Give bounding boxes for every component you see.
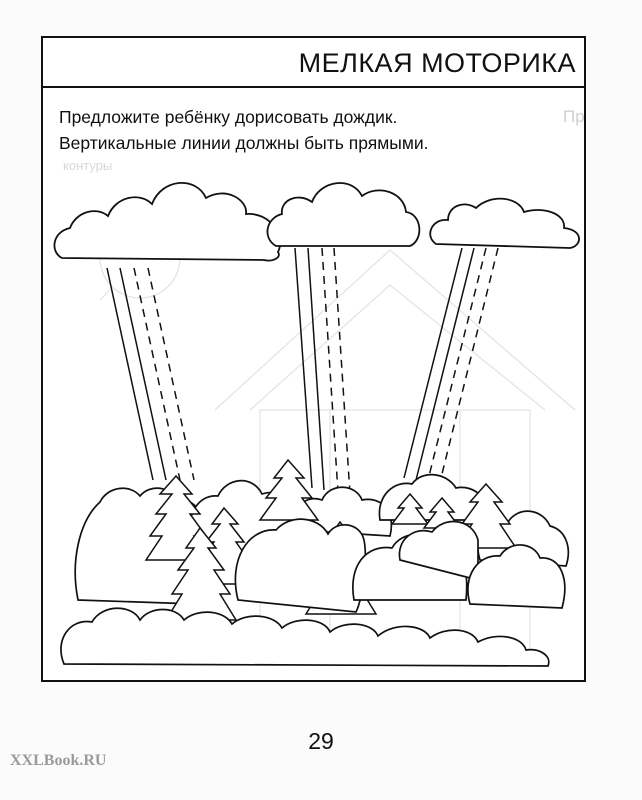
rain-dashed-line: [333, 247, 351, 495]
rain-group: [106, 247, 499, 495]
cloud-icon: [53, 182, 281, 262]
instruction-line-1: Предложите ребёнку дорисовать дождик.: [59, 107, 398, 127]
instructions: Предложите ребёнку дорисовать дождик. Ве…: [59, 104, 429, 156]
page-number: 29: [308, 728, 334, 754]
bush-icon: [467, 544, 566, 609]
rain-line: [403, 247, 463, 479]
tree-icon: [258, 458, 320, 521]
tree-icon: [390, 492, 430, 525]
rain-dashed-line: [427, 247, 487, 481]
section-title: МЕЛКАЯ МОТОРИКА: [298, 48, 576, 78]
cloud-icon: [429, 197, 580, 249]
rain-line: [415, 247, 475, 481]
rain-line: [106, 267, 154, 481]
bleed-through-text: Предлож: [563, 107, 585, 126]
watermark: XXLBook.RU: [10, 752, 107, 769]
header-bar: МЕЛКАЯ МОТОРИКА: [43, 38, 584, 88]
rain-dashed-line: [321, 247, 339, 493]
instruction-line-2: Вертикальные линии должны быть прямыми.: [59, 133, 429, 153]
rain-line: [307, 247, 325, 491]
rain-line: [294, 247, 313, 489]
rain-line: [119, 267, 167, 481]
rain-dashed-line: [147, 267, 195, 481]
bleed-through-text-small: контуры: [63, 158, 113, 173]
rain-dashed-line: [439, 247, 499, 483]
cloud-icon: [266, 182, 421, 247]
bush-icon: [60, 607, 550, 667]
bush-icon: [398, 520, 479, 582]
rain-dashed-line: [133, 267, 181, 481]
